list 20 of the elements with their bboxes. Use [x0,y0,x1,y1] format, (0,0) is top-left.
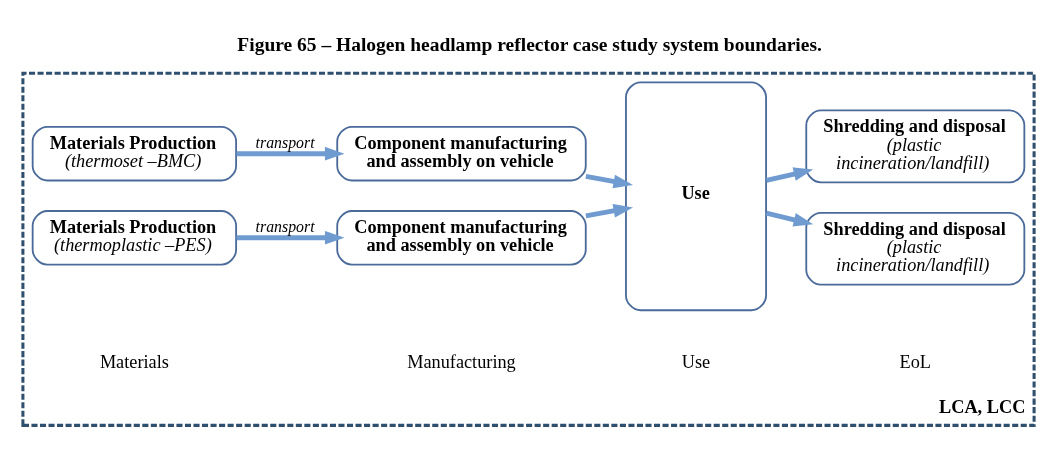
arrow [236,230,345,245]
label: EoL [899,351,932,372]
node-box: Shredding and disposal (plastic incineration/landfill) [805,109,1026,183]
arrow [765,210,814,226]
node-box: Materials Production (thermoplastic –PES) [31,209,238,265]
node-box: Component manufacturing and assembly on vehicle [336,209,587,265]
diagram-title: Figure 65 – Halogen headlamp reflector case study system boundaries. [237,33,822,55]
node-box: Use [625,81,767,311]
edge-label: transport [255,217,315,235]
arrow [585,173,633,188]
arrow [765,166,814,183]
label: Manufacturing [407,351,516,372]
arrow [585,203,633,218]
node-box: Component manufacturing and assembly on vehicle [336,125,587,181]
node-box: Materials Production (thermoset –BMC) [31,125,238,181]
node-box: Shredding and disposal (plastic incineration/landfill) [805,211,1026,286]
arrow [236,146,345,161]
label: Use [681,351,711,372]
label: Materials [99,351,169,372]
edge-label: transport [255,133,315,151]
